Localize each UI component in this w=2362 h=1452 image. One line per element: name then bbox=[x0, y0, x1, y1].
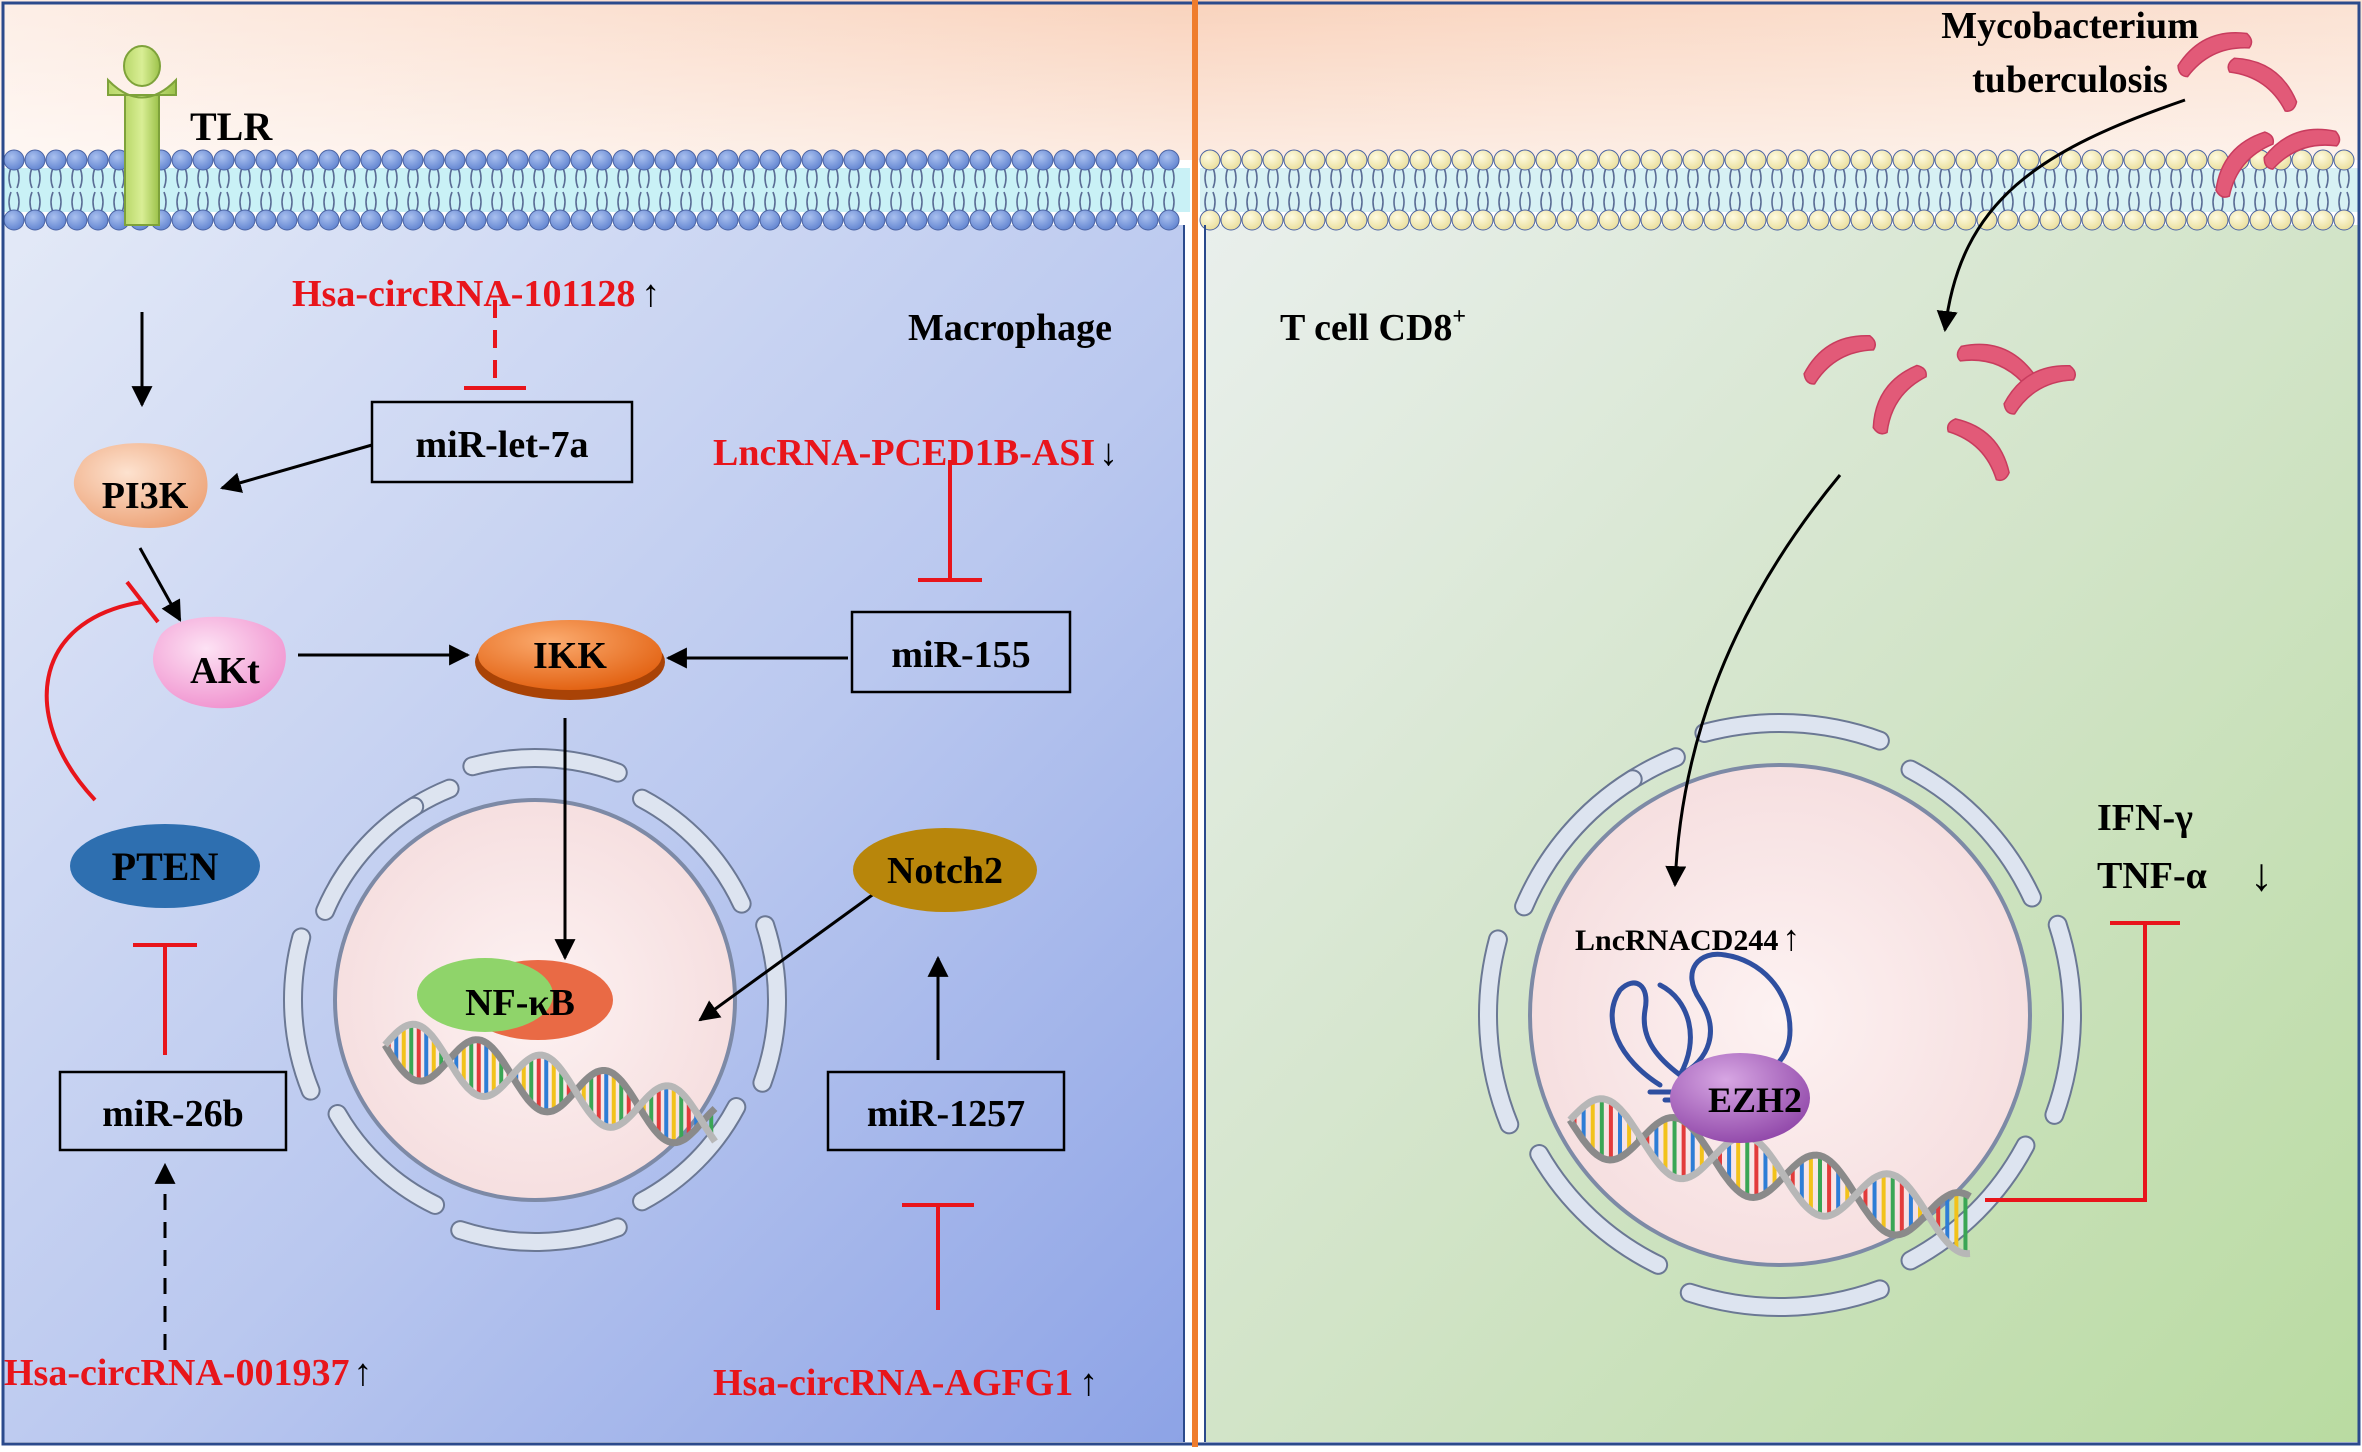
ikk-node: IKK bbox=[475, 620, 665, 700]
tlr-receptor-icon bbox=[107, 45, 177, 226]
notch2-label: Notch2 bbox=[887, 850, 1003, 892]
pi3k-label: PI3K bbox=[102, 475, 189, 517]
mir-155-box: miR-155 bbox=[850, 610, 1072, 694]
ifn-gamma-label: IFN-γ bbox=[2097, 797, 2193, 839]
tlr-label: TLR bbox=[190, 104, 273, 149]
activation-arrows bbox=[131, 98, 2186, 1350]
lnccd244-label: LncRNACD244↑ bbox=[1575, 918, 1800, 958]
dna-helix-tcell-icon bbox=[1567, 1095, 1972, 1258]
inhibit-pten-akt bbox=[44, 600, 143, 802]
arrow-let7a-pi3k bbox=[219, 443, 373, 493]
arrow-pi3k-akt bbox=[138, 547, 182, 622]
mir-let7a-label: miR-let-7a bbox=[415, 424, 588, 466]
mir-1257-box: miR-1257 bbox=[826, 1070, 1066, 1152]
pten-label: PTEN bbox=[112, 844, 219, 889]
mtb-label-line1: Mycobacterium bbox=[1941, 5, 2198, 47]
nfkb-node: NF-κB bbox=[417, 958, 613, 1040]
pi3k-node: PI3K bbox=[73, 443, 208, 528]
pten-node: PTEN bbox=[70, 824, 260, 908]
akt-label: AKt bbox=[190, 650, 260, 692]
cytokine-down-arrow: ↓ bbox=[2250, 849, 2273, 900]
macrophage-label: Macrophage bbox=[908, 307, 1112, 349]
regulator-pced1b: LncRNA-PCED1B-ASI↓ bbox=[713, 432, 1118, 474]
inhibit-ezh2-cytokines bbox=[1985, 923, 2147, 1202]
mir-let7a-box: miR-let-7a bbox=[370, 400, 634, 484]
tnf-alpha-label: TNF-α bbox=[2097, 855, 2207, 897]
tcell-label: T cell CD8+ bbox=[1280, 304, 1466, 349]
regulator-circagfg1: Hsa-circRNA-AGFG1↑ bbox=[713, 1362, 1098, 1404]
mir-155-label: miR-155 bbox=[891, 634, 1030, 676]
ezh2-node: EZH2 bbox=[1670, 1053, 1810, 1143]
akt-node: AKt bbox=[153, 616, 286, 709]
bacteria-icons bbox=[1803, 32, 2341, 482]
macrophage-membrane bbox=[3, 149, 1190, 231]
inhibition-lines bbox=[44, 300, 2180, 1310]
regulator-circ001937: Hsa-circRNA-001937↑ bbox=[4, 1352, 372, 1394]
ikk-label: IKK bbox=[533, 635, 607, 677]
regulator-circ101128: Hsa-circRNA-101128↑ bbox=[292, 273, 660, 315]
dna-helix-macrophage-icon bbox=[382, 1020, 718, 1147]
ezh2-label: EZH2 bbox=[1708, 1080, 1802, 1120]
arrow-notch2-nfkb bbox=[698, 891, 876, 1022]
mtb-label-line2: tuberculosis bbox=[1972, 59, 2168, 101]
tcell-membrane bbox=[1199, 149, 2358, 231]
mir-26b-label: miR-26b bbox=[102, 1093, 243, 1135]
notch2-node: Notch2 bbox=[853, 828, 1037, 912]
mir-1257-label: miR-1257 bbox=[867, 1093, 1025, 1135]
arrow-mtb-entry bbox=[1936, 98, 2186, 333]
nfkb-label: NF-κB bbox=[465, 982, 575, 1024]
mir-26b-box: miR-26b bbox=[58, 1070, 288, 1152]
arrow-mtb-lnccd244 bbox=[1665, 474, 1842, 888]
